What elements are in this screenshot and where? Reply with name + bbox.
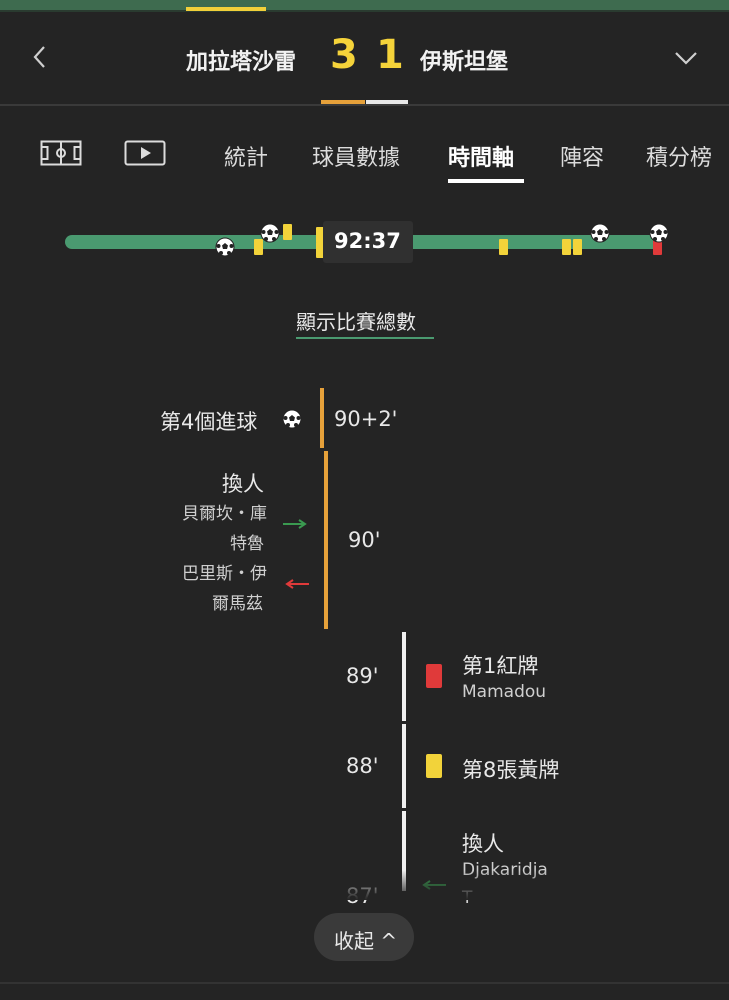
- event-minute: 90': [348, 528, 381, 552]
- bottom-divider: [0, 982, 729, 984]
- football-icon[interactable]: [590, 223, 610, 243]
- event-title: 換人: [462, 832, 504, 856]
- player-in-name[interactable]: 特魯: [230, 534, 264, 554]
- home-score-underline: [321, 100, 365, 104]
- chevron-down-icon[interactable]: [673, 48, 699, 68]
- away-event-line: [402, 632, 406, 721]
- active-tab-underline: [448, 179, 524, 183]
- yellow-card-icon[interactable]: [316, 242, 325, 258]
- yellow-card-icon[interactable]: [562, 239, 571, 255]
- tab-timeline[interactable]: 時間軸: [448, 146, 515, 171]
- yellow-card-icon[interactable]: [499, 239, 508, 255]
- player-name[interactable]: Mamadou: [462, 682, 547, 702]
- collapse-button[interactable]: 收起 ^: [314, 913, 414, 961]
- collapse-label: 收起 ^: [334, 929, 398, 953]
- current-match-time: 92:37: [334, 229, 401, 253]
- tab-stats[interactable]: 統計: [224, 146, 269, 171]
- arrow-right-icon: [283, 519, 307, 529]
- tab-lineup[interactable]: 陣容: [560, 146, 605, 171]
- away-event-line: [402, 811, 406, 891]
- event-title: 換人: [222, 472, 264, 496]
- home-score: 3: [330, 32, 358, 78]
- event-minute: 89': [346, 664, 379, 688]
- red-card-icon: [426, 664, 442, 688]
- away-score: 1: [376, 32, 404, 78]
- video-play-icon[interactable]: [124, 140, 166, 170]
- player-out-name[interactable]: 爾馬茲: [212, 594, 263, 614]
- header-divider: [0, 104, 729, 106]
- top-strip: [0, 0, 729, 12]
- yellow-card-icon[interactable]: [316, 227, 325, 243]
- match-timeline-bar[interactable]: 92:37: [0, 215, 729, 275]
- chevron-left-icon[interactable]: [30, 44, 52, 70]
- current-time-box: [323, 221, 413, 263]
- yellow-card-icon[interactable]: [254, 239, 263, 255]
- top-strip-indicator: [186, 7, 266, 11]
- show-full-match-link[interactable]: 顯示比賽總數: [296, 310, 416, 334]
- event-minute: 88': [346, 754, 379, 778]
- yellow-card-icon[interactable]: [573, 239, 582, 255]
- pitch-icon[interactable]: [40, 140, 82, 170]
- football-icon[interactable]: [215, 237, 235, 257]
- tab-bar: 統計 球員數據 時間軸 陣容 積分榜: [0, 106, 729, 196]
- player-out-name[interactable]: 巴里斯・伊: [182, 564, 267, 584]
- away-event-line: [402, 724, 406, 808]
- red-card-icon[interactable]: [653, 239, 662, 255]
- top-strip-bar: [0, 0, 729, 10]
- home-event-line: [320, 388, 324, 448]
- show-full-match-underline: [296, 337, 434, 339]
- football-icon: [282, 409, 302, 429]
- event-title: 第1紅牌: [462, 654, 539, 678]
- list-fade-overlay: [0, 870, 729, 900]
- player-in-name[interactable]: 貝爾坎・庫: [182, 504, 267, 524]
- event-minute: 90+2': [334, 407, 398, 431]
- yellow-card-icon: [426, 754, 442, 778]
- tab-player-stats[interactable]: 球員數據: [312, 146, 401, 171]
- home-team-name: 加拉塔沙雷: [186, 50, 297, 75]
- match-header: 加拉塔沙雷 3 1 伊斯坦堡: [0, 12, 729, 104]
- away-score-underline: [366, 100, 408, 104]
- event-title: 第8張黃牌: [462, 758, 560, 782]
- football-icon[interactable]: [649, 223, 669, 243]
- home-event-line: [324, 451, 328, 629]
- football-icon[interactable]: [260, 223, 280, 243]
- event-title: 第4個進球: [160, 410, 258, 434]
- yellow-card-icon[interactable]: [283, 224, 292, 240]
- arrow-left-icon: [285, 579, 309, 589]
- away-team-name: 伊斯坦堡: [420, 50, 509, 75]
- tab-standings[interactable]: 積分榜: [646, 146, 713, 171]
